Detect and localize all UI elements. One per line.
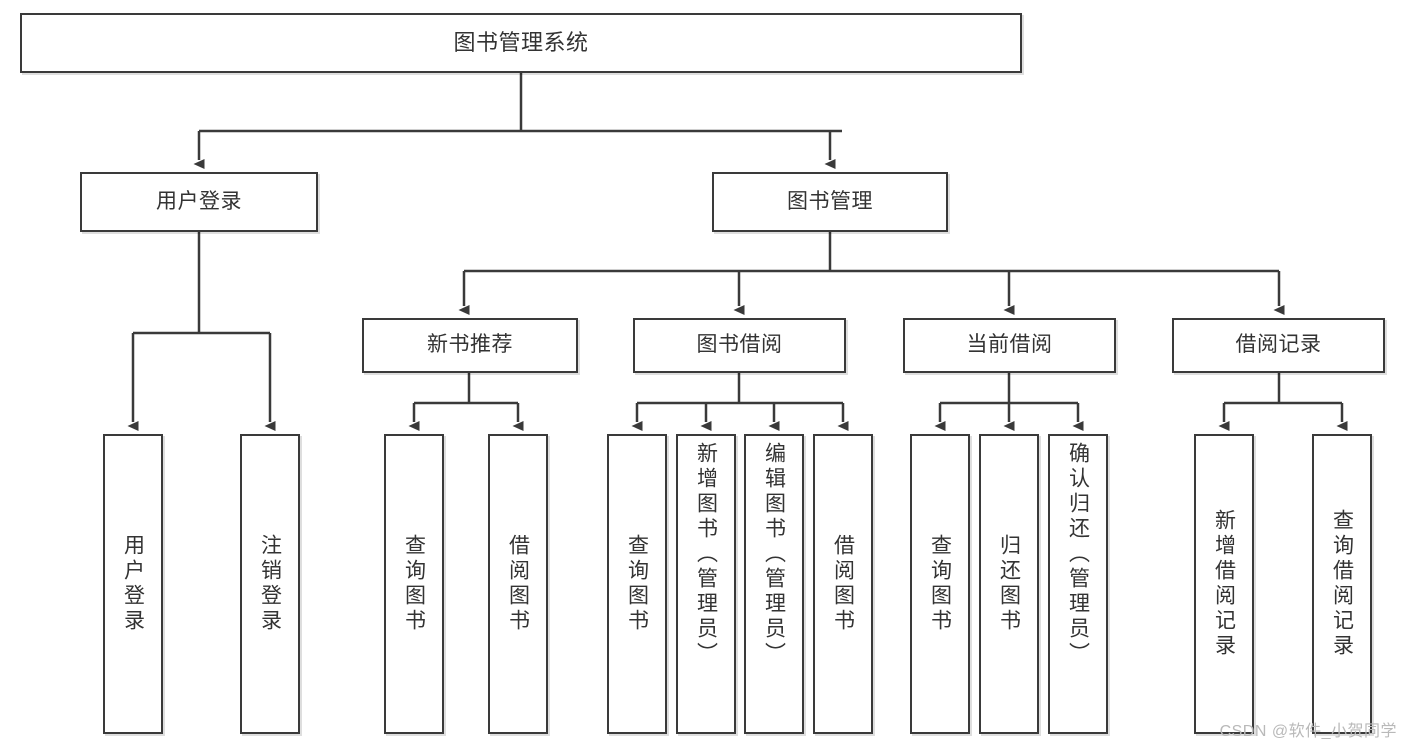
node-label: 编辑图书（管理员）: [762, 442, 786, 667]
node-leaf-add-borrow-record[interactable]: 新增借阅记录: [1194, 434, 1254, 734]
node-user-login[interactable]: 用户登录: [80, 172, 318, 232]
node-leaf-return-book[interactable]: 归还图书: [979, 434, 1039, 734]
node-leaf-user-login[interactable]: 用户登录: [103, 434, 163, 734]
edges-root-to-level1: [193, 73, 842, 169]
node-label: 图书管理: [787, 189, 873, 213]
node-label: 查询图书: [625, 534, 649, 634]
node-leaf-add-book-admin[interactable]: 新增图书（管理员）: [676, 434, 736, 734]
node-label: 借阅图书: [506, 534, 530, 634]
node-leaf-query-borrow-record[interactable]: 查询借阅记录: [1312, 434, 1372, 734]
node-book-management[interactable]: 图书管理: [712, 172, 948, 232]
node-leaf-borrow-book-recommend[interactable]: 借阅图书: [488, 434, 548, 734]
edges-newbook-to-leaves: [408, 373, 524, 431]
node-label: 新增图书（管理员）: [694, 442, 718, 667]
node-root-book-management-system[interactable]: 图书管理系统: [20, 13, 1022, 73]
edges-bookborrow-to-leaves: [631, 373, 849, 431]
node-leaf-logout[interactable]: 注销登录: [240, 434, 300, 734]
node-label: 查询借阅记录: [1330, 509, 1354, 659]
node-label: 查询图书: [402, 534, 426, 634]
node-leaf-query-book-current[interactable]: 查询图书: [910, 434, 970, 734]
node-label: 用户登录: [121, 534, 145, 634]
node-borrow-record[interactable]: 借阅记录: [1172, 318, 1385, 373]
node-label: 用户登录: [156, 189, 242, 213]
node-new-book-recommend[interactable]: 新书推荐: [362, 318, 578, 373]
node-current-borrow[interactable]: 当前借阅: [903, 318, 1116, 373]
node-leaf-edit-book-admin[interactable]: 编辑图书（管理员）: [744, 434, 804, 734]
node-label: 查询图书: [928, 534, 952, 634]
node-label: 借阅图书: [831, 534, 855, 634]
node-book-borrow[interactable]: 图书借阅: [633, 318, 846, 373]
node-label: 归还图书: [997, 534, 1021, 634]
node-leaf-borrow-book[interactable]: 借阅图书: [813, 434, 873, 734]
node-label: 借阅记录: [1235, 333, 1322, 357]
node-label: 注销登录: [258, 534, 282, 634]
node-label: 新增借阅记录: [1212, 509, 1236, 659]
node-label: 当前借阅: [966, 333, 1053, 357]
node-leaf-query-book-recommend[interactable]: 查询图书: [384, 434, 444, 734]
node-label: 图书借阅: [696, 333, 783, 357]
edges-userlogin-to-leaves: [127, 232, 276, 431]
node-label: 图书管理系统: [453, 30, 589, 56]
node-leaf-confirm-return-admin[interactable]: 确认归还（管理员）: [1048, 434, 1108, 734]
edges-currentborrow-to-leaves: [934, 373, 1084, 431]
node-label: 确认归还（管理员）: [1066, 442, 1090, 667]
csdn-watermark: CSDN @软件_小贺同学: [1219, 723, 1397, 740]
edges-borrowrecord-to-leaves: [1218, 373, 1348, 431]
node-leaf-query-book-borrow[interactable]: 查询图书: [607, 434, 667, 734]
edges-booksys-to-level2: [458, 232, 1285, 315]
node-label: 新书推荐: [427, 333, 513, 357]
